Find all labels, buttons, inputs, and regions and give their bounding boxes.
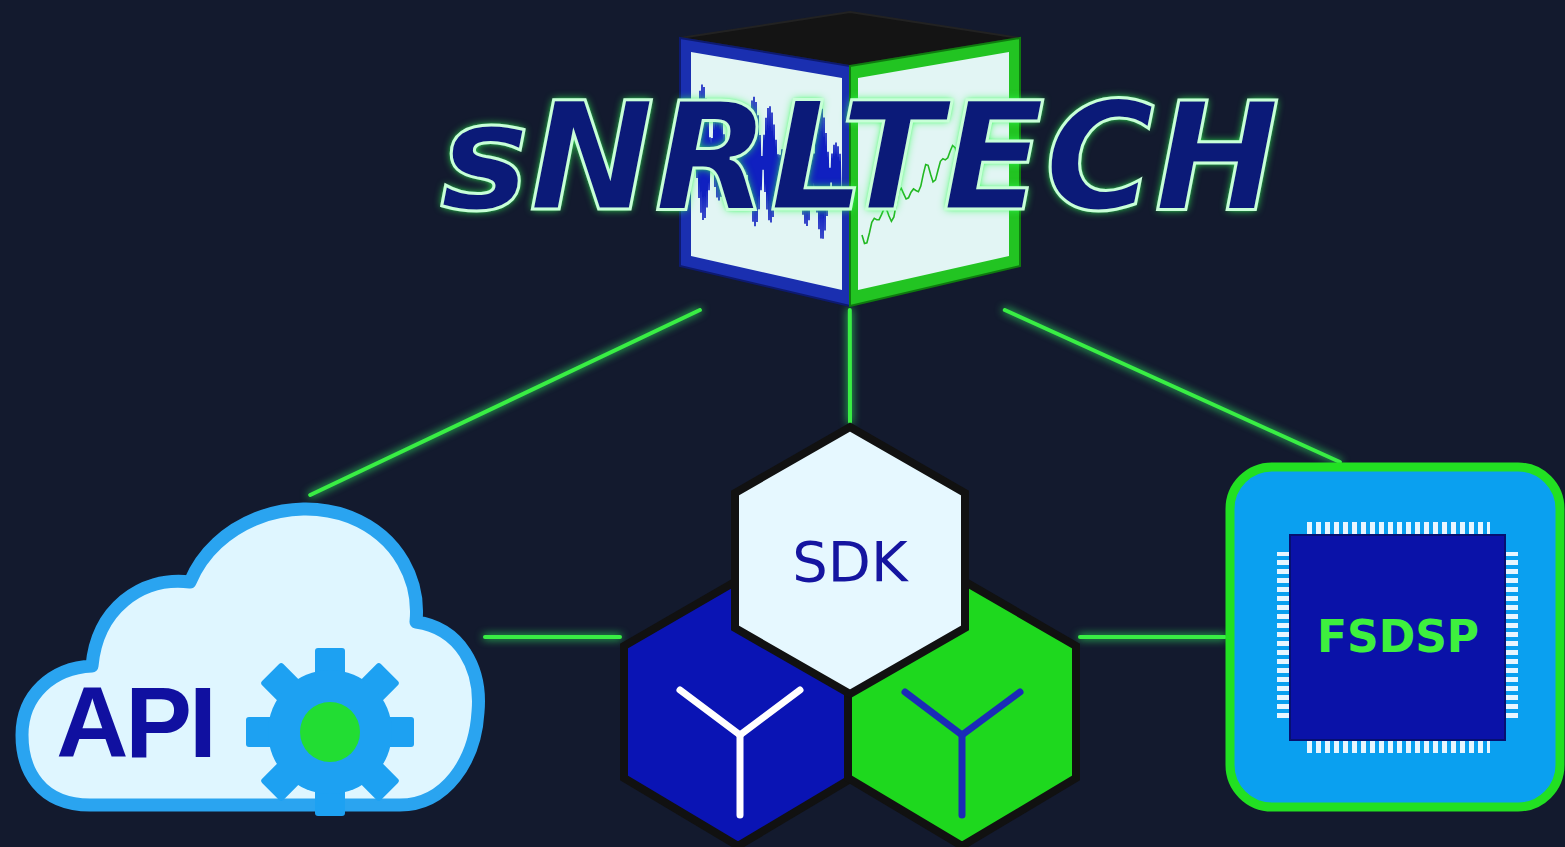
gear-icon [246,648,414,816]
chip-body [1290,535,1505,740]
chip-pins [1504,552,1518,722]
node-label: FSDSP [1317,615,1479,659]
text-holder: sNRLTECH [440,83,1280,233]
chip-pins [1277,552,1291,722]
text-holder: SDK [792,534,907,590]
connector-line [1080,635,1225,639]
connector-line [485,635,620,639]
chip-pins [1306,739,1490,753]
text-holder: API [56,672,214,772]
hex-cluster [620,422,1080,847]
chip-box: FSDSP [1225,462,1565,812]
cloud-outline [22,509,478,805]
logo-cube: sNRLTECH [350,10,1370,310]
sdk-hexagon: SDK [620,422,1080,847]
connector-line [848,310,852,422]
api-cloud: API [15,495,485,828]
y-mark [680,690,800,815]
y-mark [905,692,1020,815]
node-label: SDK [792,534,907,590]
chip-pins [1306,522,1490,536]
connector-line [1005,310,1340,462]
logo-text: sNRLTECH [440,83,1280,233]
sdk-hex [735,427,965,694]
node-label: API [56,672,214,772]
connector-line [310,310,700,495]
text-holder: FSDSP [1317,615,1479,659]
tile-outline [1230,467,1560,807]
cloud-icon [15,495,485,828]
